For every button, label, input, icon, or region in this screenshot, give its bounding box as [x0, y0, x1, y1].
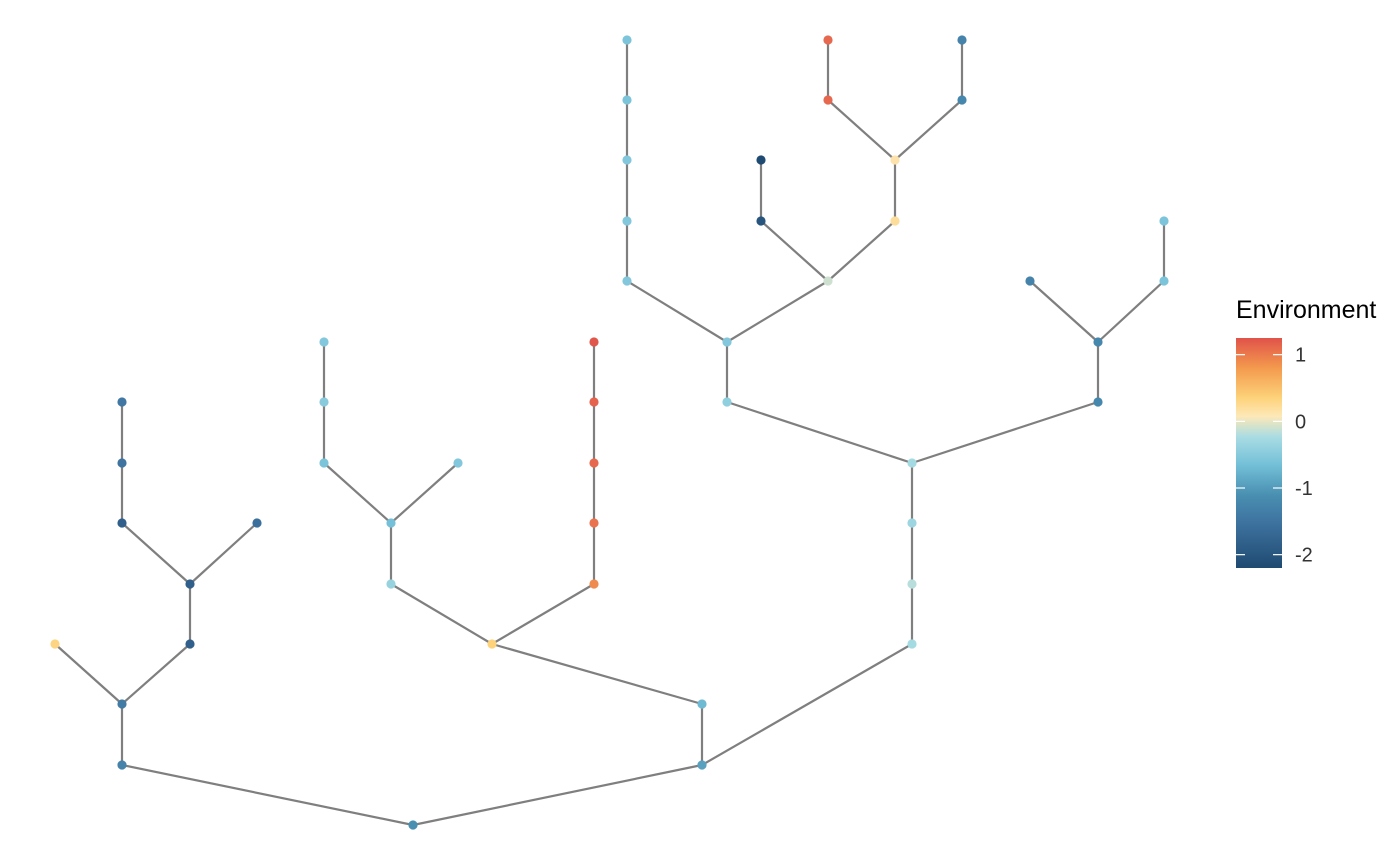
tree-node [487, 639, 497, 649]
tree-node [453, 458, 463, 468]
tree-edge [726, 400, 913, 465]
tree-node [117, 518, 127, 528]
tree-node [386, 579, 396, 589]
tree-edge [491, 583, 595, 645]
tree-node [589, 518, 599, 528]
tree-edge [726, 280, 829, 343]
tree-node [622, 35, 632, 45]
tree-node [185, 579, 195, 589]
tree-node [117, 397, 127, 407]
tree-edge [626, 280, 728, 343]
tree-node [1093, 337, 1103, 347]
tree-node [890, 216, 900, 226]
tree-edge [1097, 280, 1165, 343]
legend-tick-label: 0 [1295, 411, 1306, 433]
color-legend: Environment 1 0 -1 -2 [1236, 296, 1376, 568]
legend-tick-label: -1 [1295, 478, 1313, 500]
tree-edge [323, 462, 392, 524]
tree-edge [390, 583, 493, 645]
tree-edge [54, 643, 123, 705]
tree-edges [54, 40, 1166, 827]
tree-node [589, 397, 599, 407]
tree-node [1025, 276, 1035, 286]
tree-node [622, 276, 632, 286]
tree-edge [121, 763, 414, 827]
tree-node [697, 760, 707, 770]
tree-edge [121, 643, 191, 705]
tree-nodes [50, 35, 1169, 830]
tree-node [697, 699, 707, 709]
tree-node [50, 639, 60, 649]
tree-node [408, 820, 418, 830]
tree-node [319, 337, 329, 347]
tree-node [622, 155, 632, 165]
tree-node [756, 155, 766, 165]
tree-node [252, 518, 262, 528]
tree-node [622, 216, 632, 226]
tree-edge [894, 99, 963, 161]
tree-node [1159, 276, 1169, 286]
tree-node [907, 518, 917, 528]
tree-node [117, 760, 127, 770]
tree-edge [760, 220, 829, 282]
tree-node [386, 518, 396, 528]
tree-node [117, 458, 127, 468]
tree-node [890, 155, 900, 165]
tree-node [957, 35, 967, 45]
legend-tick-label: 1 [1295, 345, 1306, 367]
tree-node [823, 35, 833, 45]
tree-node [907, 639, 917, 649]
tree-node [589, 337, 599, 347]
tree-node [117, 699, 127, 709]
tree-node [823, 276, 833, 286]
tree-node [722, 337, 732, 347]
tree-node [957, 95, 967, 105]
tree-edge [827, 220, 896, 282]
tree-node [319, 458, 329, 468]
tree-edge [412, 763, 703, 827]
legend-tick-label: -2 [1295, 545, 1313, 567]
legend-ticks: 1 0 -1 -2 [1236, 345, 1313, 567]
tree-node [622, 95, 632, 105]
tree-node [319, 397, 329, 407]
tree-node [907, 579, 917, 589]
tree-edge [390, 462, 459, 524]
tree-edge [491, 642, 703, 706]
tree-node [907, 458, 917, 468]
tree-node [756, 216, 766, 226]
tree-node [1093, 397, 1103, 407]
legend-title: Environment [1236, 296, 1376, 324]
tree-edge [701, 643, 913, 766]
tree-node [185, 639, 195, 649]
tree-edge [121, 522, 191, 585]
tree-edge [189, 522, 258, 585]
tree-node [589, 458, 599, 468]
tree-node [1159, 216, 1169, 226]
tree-node [722, 397, 732, 407]
tree-node [589, 579, 599, 589]
tree-node [823, 95, 833, 105]
tree-edge [911, 400, 1099, 465]
legend-colorbar [1236, 338, 1282, 568]
tree-edge [1029, 280, 1099, 343]
tree-edge [827, 99, 896, 161]
